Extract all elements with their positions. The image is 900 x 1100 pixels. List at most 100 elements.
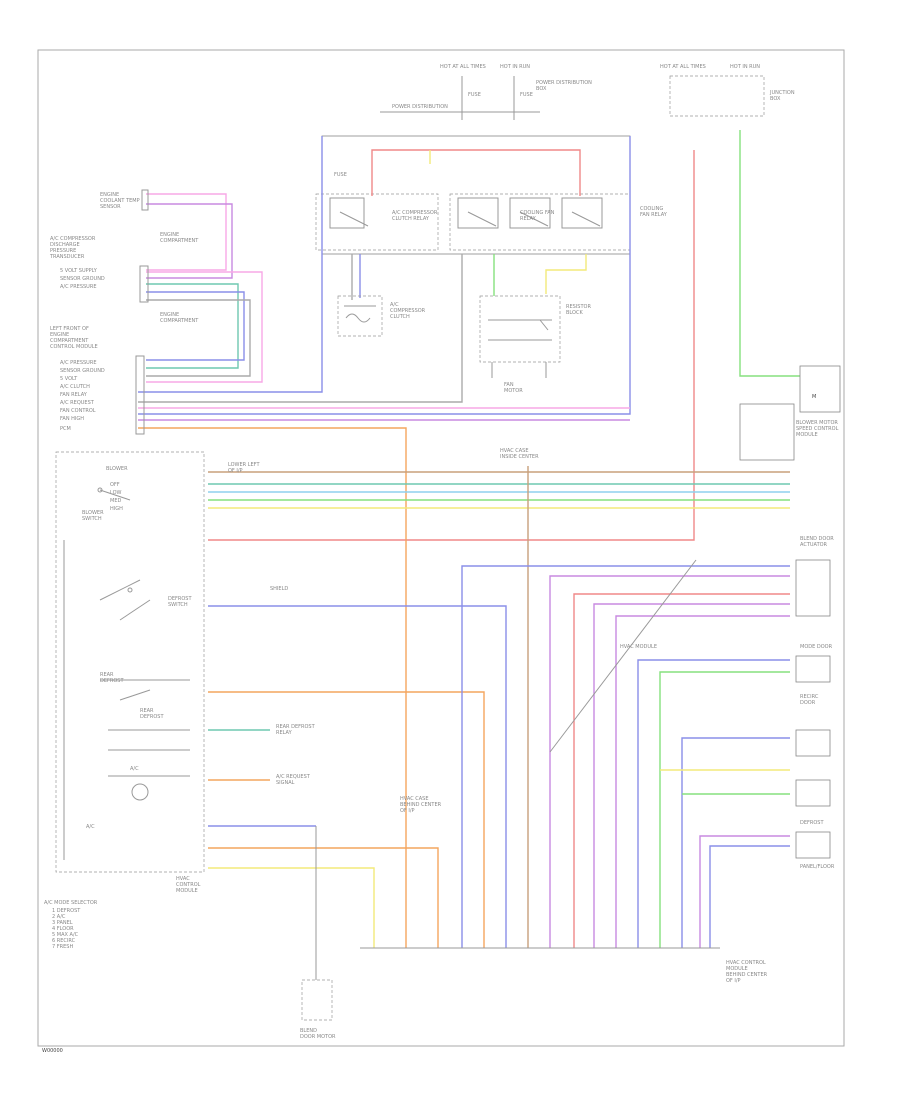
wire-red-right bbox=[573, 593, 790, 948]
svg-text:DEFROST: DEFROST bbox=[168, 596, 192, 602]
svg-text:SHIELD: SHIELD bbox=[270, 586, 288, 592]
svg-text:HVAC CONTROL: HVAC CONTROL bbox=[726, 960, 766, 966]
svg-text:DOOR MOTOR: DOOR MOTOR bbox=[300, 1034, 336, 1040]
cooling-fan-motor: RESISTOR BLOCK FAN MOTOR bbox=[479, 295, 591, 394]
svg-text:PCM: PCM bbox=[60, 426, 71, 432]
svg-text:CLUTCH: CLUTCH bbox=[390, 314, 410, 320]
bottom-connector-row: HVAC CONTROL MODULE BEHIND CENTER OF I/P bbox=[360, 947, 768, 984]
svg-text:FAN RELAY: FAN RELAY bbox=[640, 212, 668, 218]
wire-purple-right2 bbox=[593, 603, 790, 948]
wire-purple-right4 bbox=[699, 835, 790, 948]
svg-text:A/C PRESSURE: A/C PRESSURE bbox=[60, 360, 96, 366]
footer-code: W00000 bbox=[42, 1048, 63, 1054]
wire-gray-relay bbox=[138, 254, 463, 403]
svg-text:ENGINE: ENGINE bbox=[100, 192, 119, 198]
svg-text:SWITCH: SWITCH bbox=[82, 516, 102, 522]
svg-text:BLEND DOOR: BLEND DOOR bbox=[800, 536, 834, 542]
wire-gray-1 bbox=[146, 299, 251, 377]
svg-text:A/C REQUEST: A/C REQUEST bbox=[60, 400, 95, 406]
svg-text:SENSOR GROUND: SENSOR GROUND bbox=[60, 276, 105, 282]
svg-text:DEFROST: DEFROST bbox=[100, 678, 124, 684]
svg-text:TRANSDUCER: TRANSDUCER bbox=[49, 254, 85, 260]
wire-red-relay bbox=[371, 149, 581, 196]
mid-labels: REAR DEFROST RELAY A/C REQUEST SIGNAL SH… bbox=[270, 448, 697, 814]
svg-text:A/C PRESSURE: A/C PRESSURE bbox=[60, 284, 96, 290]
svg-text:A/C REQUEST: A/C REQUEST bbox=[276, 774, 311, 780]
svg-text:5 VOLT SUPPLY: 5 VOLT SUPPLY bbox=[60, 268, 98, 274]
bottom-actuator: BLEND DOOR MOTOR bbox=[300, 826, 336, 1040]
svg-text:COOLING FAN: COOLING FAN bbox=[520, 210, 555, 216]
svg-text:BLOWER MOTOR: BLOWER MOTOR bbox=[796, 420, 838, 426]
wire-blue-top bbox=[138, 136, 323, 393]
svg-text:OF I/P: OF I/P bbox=[726, 978, 741, 984]
svg-text:REAR DEFROST: REAR DEFROST bbox=[276, 724, 316, 730]
svg-text:RECIRC: RECIRC bbox=[800, 694, 819, 700]
wire-blue-right2 bbox=[637, 659, 790, 948]
svg-text:FUSE: FUSE bbox=[334, 172, 347, 178]
wire-orange-main bbox=[138, 427, 407, 948]
svg-text:MODULE: MODULE bbox=[796, 432, 818, 438]
svg-text:OF I/P: OF I/P bbox=[400, 808, 415, 814]
svg-text:MED: MED bbox=[110, 498, 121, 504]
svg-text:FAN CONTROL: FAN CONTROL bbox=[60, 408, 96, 414]
svg-text:DISCHARGE: DISCHARGE bbox=[50, 242, 80, 248]
wire-teal-1 bbox=[146, 283, 239, 369]
svg-text:DOOR: DOOR bbox=[800, 700, 816, 706]
wire-green-right bbox=[739, 130, 800, 377]
svg-text:LOWER LEFT: LOWER LEFT bbox=[228, 462, 260, 468]
compressor-clutch: A/C COMPRESSOR CLUTCH bbox=[337, 295, 426, 337]
wire-yellow-drop bbox=[208, 867, 375, 948]
svg-text:FUSE: FUSE bbox=[520, 92, 533, 98]
wire-pink-2 bbox=[146, 271, 263, 383]
svg-text:CONTROL MODULE: CONTROL MODULE bbox=[50, 344, 98, 350]
svg-text:A/C: A/C bbox=[130, 766, 139, 772]
svg-text:HOT IN RUN: HOT IN RUN bbox=[500, 64, 530, 70]
svg-text:FAN HIGH: FAN HIGH bbox=[60, 416, 84, 422]
svg-text:A/C COMPRESSOR: A/C COMPRESSOR bbox=[50, 236, 96, 242]
svg-text:MODE DOOR: MODE DOOR bbox=[800, 644, 833, 650]
svg-text:REAR: REAR bbox=[100, 672, 114, 678]
wire-purple-right3 bbox=[615, 615, 790, 948]
svg-text:HOT AT ALL TIMES: HOT AT ALL TIMES bbox=[440, 64, 486, 70]
wire-green-right2 bbox=[659, 671, 790, 948]
svg-text:POWER DISTRIBUTION: POWER DISTRIBUTION bbox=[392, 104, 448, 110]
svg-text:3 PANEL: 3 PANEL bbox=[52, 920, 73, 926]
svg-text:BOX: BOX bbox=[536, 86, 547, 92]
svg-text:COOLING: COOLING bbox=[640, 206, 663, 212]
svg-text:HOT IN RUN: HOT IN RUN bbox=[730, 64, 760, 70]
svg-text:FAN RELAY: FAN RELAY bbox=[60, 392, 88, 398]
svg-text:A/C COMPRESSOR: A/C COMPRESSOR bbox=[392, 210, 438, 216]
svg-text:DEFROST: DEFROST bbox=[800, 820, 824, 826]
diagram-frame bbox=[37, 49, 845, 1047]
relay-block: FUSE A/C COMPRESSOR CLUTCH RELAY COOLING… bbox=[315, 135, 668, 255]
svg-text:MODULE: MODULE bbox=[726, 966, 748, 972]
svg-text:HVAC MODULE: HVAC MODULE bbox=[620, 644, 657, 650]
svg-text:FAN: FAN bbox=[504, 382, 514, 388]
svg-text:SPEED CONTROL: SPEED CONTROL bbox=[796, 426, 839, 432]
svg-text:5 VOLT: 5 VOLT bbox=[60, 376, 78, 382]
svg-text:HVAC: HVAC bbox=[176, 876, 190, 882]
svg-text:COMPARTMENT: COMPARTMENT bbox=[160, 238, 199, 244]
svg-text:BOX: BOX bbox=[770, 96, 781, 102]
svg-text:BLOWER: BLOWER bbox=[106, 466, 128, 472]
svg-text:MOTOR: MOTOR bbox=[504, 388, 523, 394]
svg-text:POWER DISTRIBUTION: POWER DISTRIBUTION bbox=[536, 80, 592, 86]
wire-set bbox=[138, 130, 800, 948]
svg-text:M: M bbox=[812, 394, 816, 400]
svg-text:SENSOR GROUND: SENSOR GROUND bbox=[60, 368, 105, 374]
svg-text:COOLANT TEMP: COOLANT TEMP bbox=[100, 198, 140, 204]
svg-text:HIGH: HIGH bbox=[110, 506, 123, 512]
hvac-control-module: BLOWER OFF LOW MED HIGH BLOWER SWITCH LO… bbox=[55, 451, 260, 894]
svg-text:LOW: LOW bbox=[110, 490, 122, 496]
wire-blue-drop1 bbox=[208, 605, 507, 948]
wire-orange-drop bbox=[208, 691, 485, 948]
svg-text:BEHIND CENTER: BEHIND CENTER bbox=[400, 802, 442, 808]
svg-text:A/C: A/C bbox=[390, 302, 399, 308]
wire-pink-tr bbox=[208, 150, 695, 541]
svg-text:ENGINE: ENGINE bbox=[160, 312, 179, 318]
wire-blue-top2 bbox=[138, 136, 631, 415]
svg-text:CLUTCH RELAY: CLUTCH RELAY bbox=[392, 216, 430, 222]
wire-blue-right3 bbox=[681, 737, 790, 948]
wire-blue-right1 bbox=[461, 565, 790, 948]
